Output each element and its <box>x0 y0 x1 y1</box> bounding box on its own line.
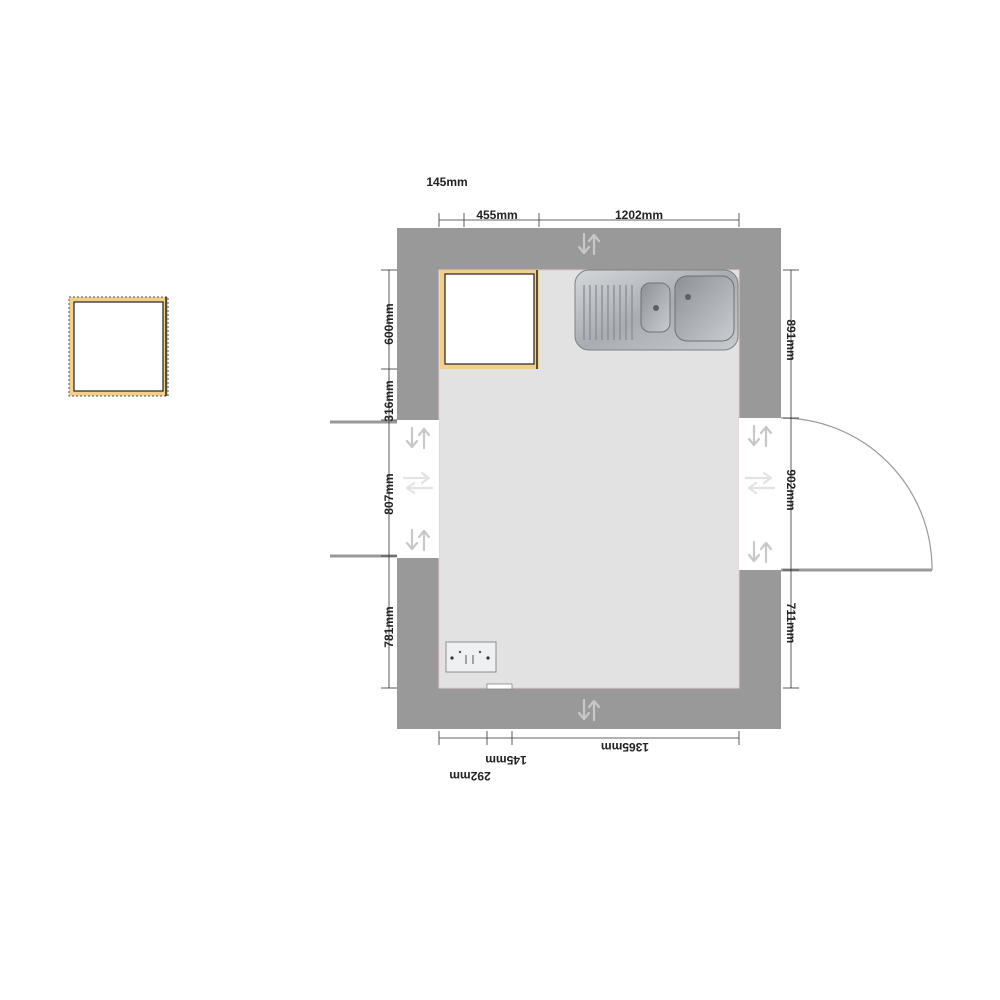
dim-left-gap: 316mm <box>382 380 396 421</box>
dim-right-door: 902mm <box>784 469 798 510</box>
dim-top-sink-span: 1202mm <box>615 208 663 222</box>
dimension-lines <box>381 213 799 745</box>
dim-bottom-offset: 292mm <box>449 769 490 783</box>
dim-left-opening: 807mm <box>382 473 396 514</box>
loose-cabinet[interactable] <box>68 296 169 397</box>
door[interactable] <box>739 417 933 572</box>
door-swing-arc <box>780 417 933 571</box>
dim-right-lower: 711mm <box>784 603 798 644</box>
dim-top-offset: 145mm <box>426 175 467 189</box>
dim-right-upper: 891mm <box>784 319 798 360</box>
dim-top-cabinet: 455mm <box>476 208 517 222</box>
wall-arrows <box>402 232 776 722</box>
dim-left-upper: 600mm <box>382 303 396 344</box>
dimension-labels: 145mm 455mm 1202mm 600mm 316mm 807mm 781… <box>382 175 798 783</box>
drainer-grooves <box>583 285 633 340</box>
corner-cabinet[interactable] <box>440 270 539 369</box>
dim-bottom-span: 1365mm <box>601 740 649 754</box>
main-bowl <box>674 275 735 342</box>
dim-bottom-small: 145mm <box>485 753 526 767</box>
sink-unit[interactable] <box>574 269 739 351</box>
dim-left-lower: 781mm <box>382 606 396 647</box>
wall-socket[interactable] <box>445 641 513 690</box>
